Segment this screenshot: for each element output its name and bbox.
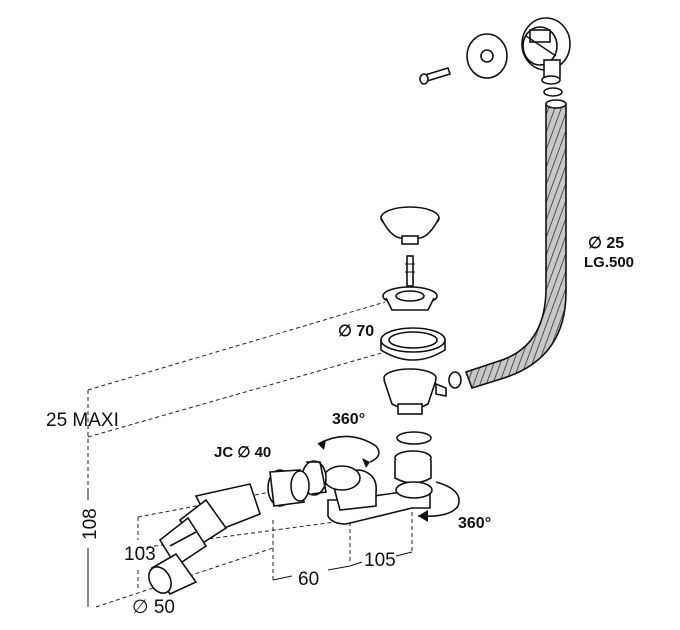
outlet-pipe xyxy=(148,483,261,596)
overflow-screw xyxy=(419,67,452,85)
flexible-hose xyxy=(464,99,567,389)
label-depth-max: 25 MAXI xyxy=(46,410,119,431)
overflow-fitting xyxy=(521,17,571,85)
drain-body xyxy=(383,368,447,415)
label-outlet-diameter: ∅ 50 xyxy=(132,597,175,618)
hose-o-ring xyxy=(448,371,462,389)
body-washer xyxy=(396,431,432,445)
label-offset-60: 60 xyxy=(298,569,319,590)
overflow-cover-plate xyxy=(466,33,508,79)
label-overflow-diameter: ∅ 70 xyxy=(338,323,374,340)
trap-body xyxy=(323,465,433,525)
label-height-total: 108 xyxy=(80,508,101,540)
label-pipe-length: LG.500 xyxy=(584,254,634,271)
label-joint: JC ∅ 40 xyxy=(214,444,271,461)
nut-upper xyxy=(394,450,432,484)
joint-nut xyxy=(267,469,310,507)
plug-cap xyxy=(380,206,440,245)
rotation-arrow-right xyxy=(417,481,460,522)
plug-stem xyxy=(405,255,415,287)
label-rotation-right: 360° xyxy=(458,515,491,532)
label-rotation-top: 360° xyxy=(332,411,365,428)
sealing-ring xyxy=(380,327,446,361)
overflow-washer xyxy=(543,87,563,97)
label-pipe-diameter: ∅ 25 xyxy=(588,235,624,252)
label-height-outlet: 103 xyxy=(124,544,156,565)
drain-flange xyxy=(382,286,438,311)
label-offset-105: 105 xyxy=(364,550,396,571)
rotation-arrow-top xyxy=(317,435,380,468)
dimension-lines xyxy=(87,490,413,607)
